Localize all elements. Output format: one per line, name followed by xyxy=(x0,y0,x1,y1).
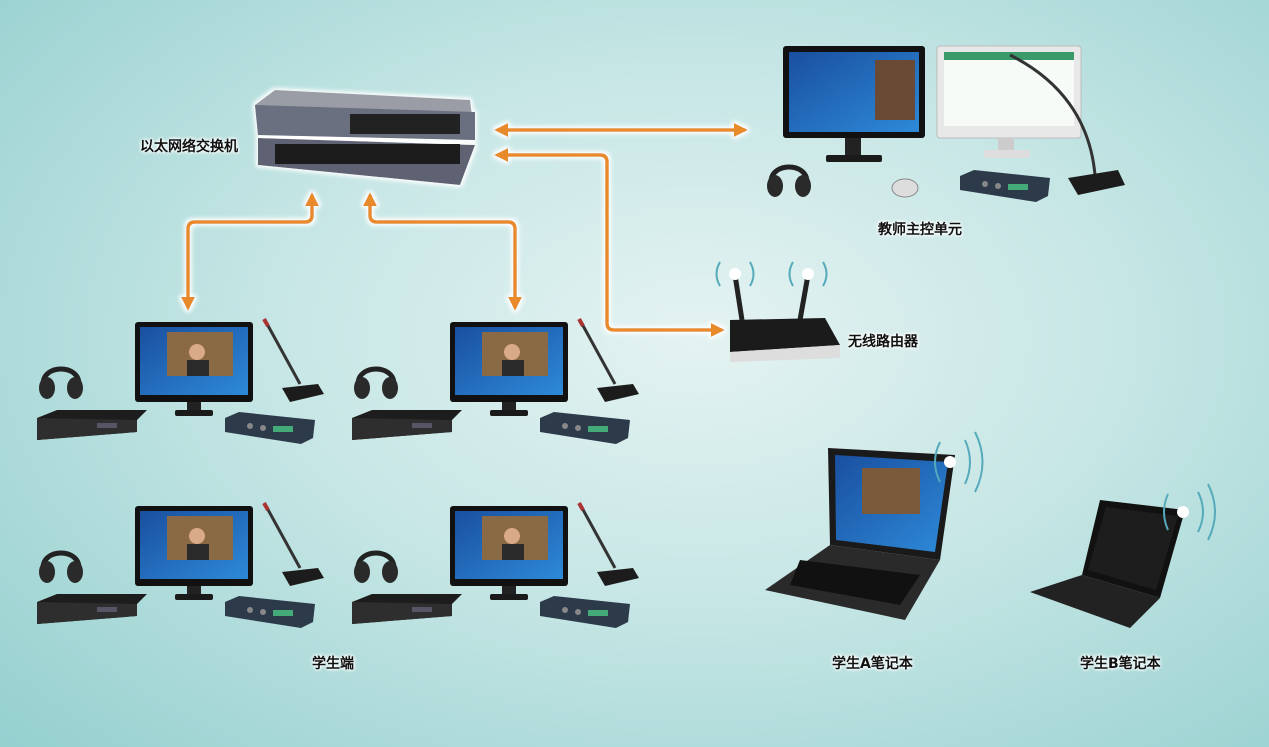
teacher-unit-label: 教师主控单元 xyxy=(878,222,962,238)
laptop-a-label: 学生A笔记本 xyxy=(832,656,913,672)
teacher-unit xyxy=(767,45,1125,202)
student-station-3 xyxy=(37,503,324,628)
router-label: 无线路由器 xyxy=(848,334,918,350)
ethernet-switch xyxy=(255,90,475,185)
student-station-2 xyxy=(352,319,639,444)
laptop-a xyxy=(765,431,984,620)
students-label: 学生端 xyxy=(312,656,354,672)
laptop-b xyxy=(1030,483,1216,628)
wireless-router xyxy=(715,261,840,362)
student-station-1 xyxy=(37,319,324,444)
links xyxy=(181,123,748,337)
student-station-4 xyxy=(352,503,639,628)
link-switch-student-left xyxy=(181,192,319,311)
switch-label: 以太网络交换机 xyxy=(140,139,238,155)
link-switch-router xyxy=(494,148,725,337)
laptop-b-label: 学生B笔记本 xyxy=(1080,656,1161,672)
link-switch-student-right xyxy=(363,192,522,311)
